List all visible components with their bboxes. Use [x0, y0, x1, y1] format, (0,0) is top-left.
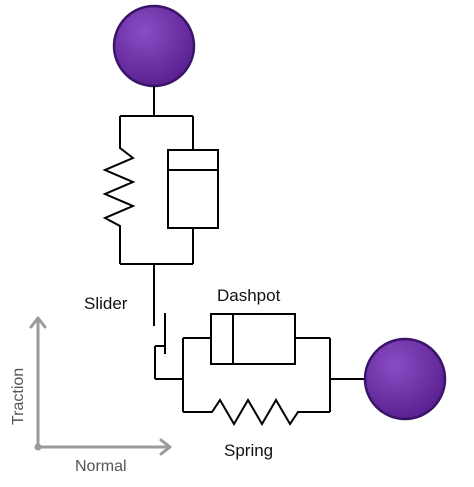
bottom-dashpot-icon — [210, 313, 296, 365]
top-dashpot-icon — [167, 149, 219, 229]
bottom-assembly — [182, 313, 366, 426]
axes — [29, 316, 172, 456]
top-node-icon — [112, 4, 196, 88]
traction-axis-label: Traction — [10, 368, 27, 425]
dashpot-label: Dashpot — [217, 286, 281, 305]
normal-axis-label: Normal — [75, 458, 127, 475]
normal-axis-arrowhead-icon — [159, 438, 172, 456]
spring-label: Spring — [224, 441, 273, 460]
slider-label: Slider — [84, 294, 128, 313]
top-assembly — [102, 86, 219, 380]
right-node-icon — [363, 337, 447, 421]
bottom-spring-icon — [183, 398, 330, 426]
top-spring-icon — [102, 116, 136, 264]
axes-origin — [34, 443, 42, 451]
traction-axis-arrowhead-icon — [29, 316, 47, 329]
